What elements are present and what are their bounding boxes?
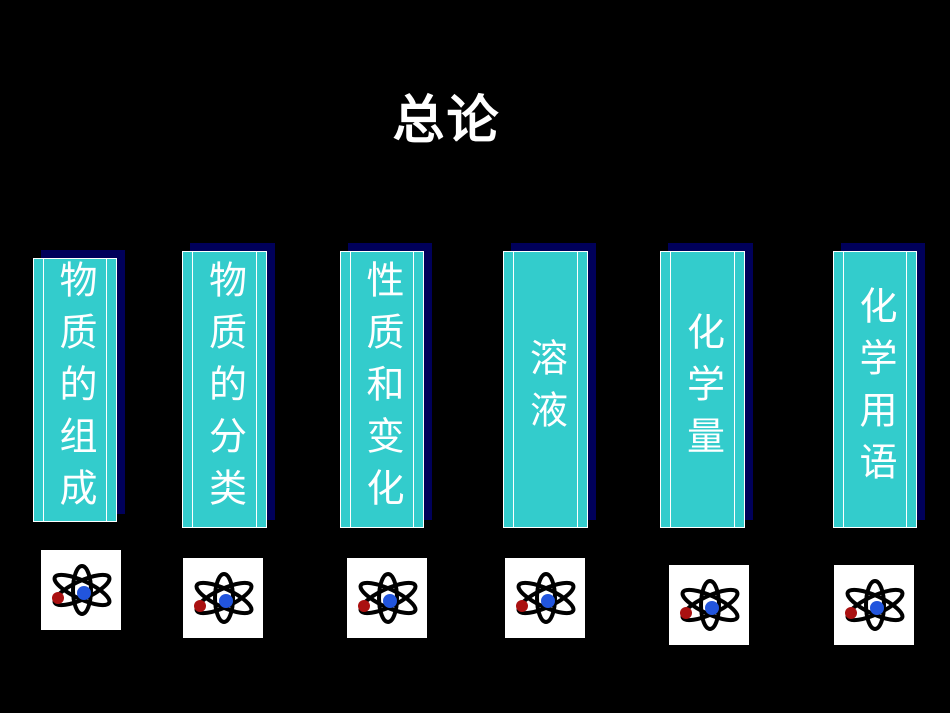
topic-card-label: 溶液: [523, 337, 568, 442]
topic-card-label: 性质和变化: [360, 259, 404, 520]
topic-card-chemical-quantity[interactable]: 化学量: [660, 251, 745, 528]
topic-card-label: 物质的组成: [53, 260, 97, 520]
topic-card-solution[interactable]: 溶液: [503, 251, 588, 528]
topic-card-label: 物质的分类: [202, 259, 247, 520]
topic-card-properties-changes[interactable]: 性质和变化: [340, 251, 424, 528]
topic-card-label: 化学量: [680, 311, 725, 468]
atom-icon[interactable]: [347, 558, 427, 638]
slide-title: 总论: [392, 91, 501, 151]
topic-card-chemical-terms[interactable]: 化学用语: [833, 251, 917, 528]
atom-icon[interactable]: [834, 565, 914, 645]
topic-card-composition[interactable]: 物质的组成: [33, 258, 117, 522]
atom-icon[interactable]: [41, 550, 121, 630]
atom-icon[interactable]: [505, 558, 585, 638]
topic-card-label: 化学用语: [853, 285, 897, 494]
atom-icon[interactable]: [669, 565, 749, 645]
topic-card-classification[interactable]: 物质的分类: [182, 251, 267, 528]
atom-icon[interactable]: [183, 558, 263, 638]
